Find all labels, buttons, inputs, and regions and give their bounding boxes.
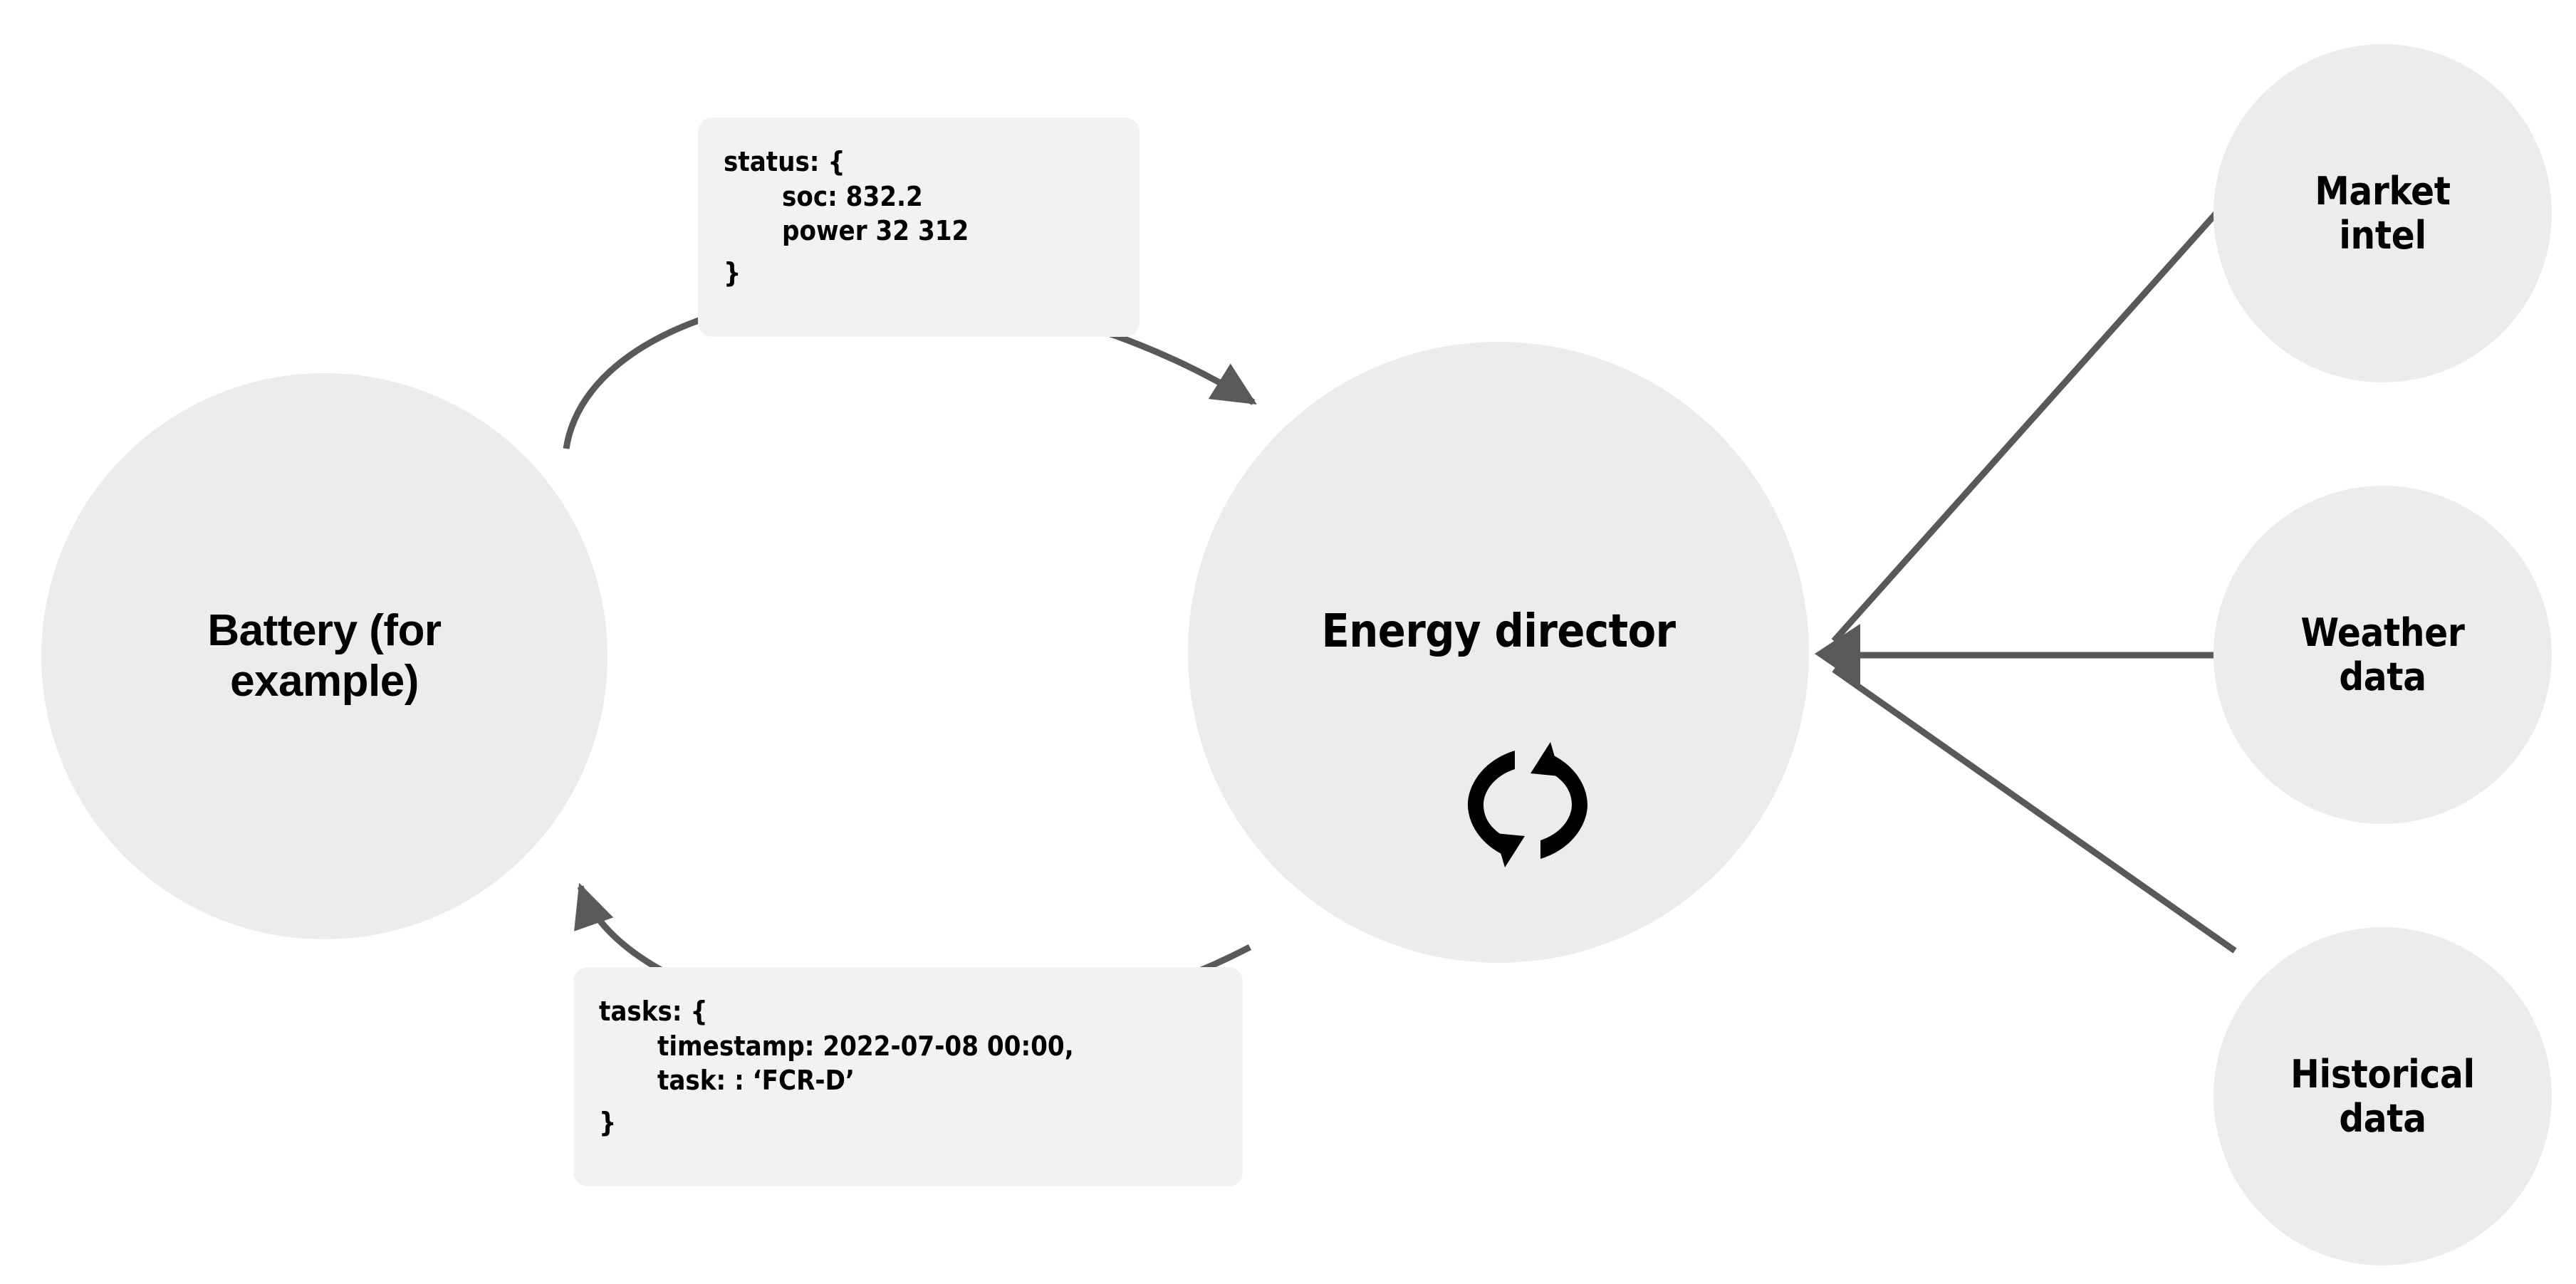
node-battery[interactable]: Battery (for example) [41, 373, 608, 939]
node-weather-data-label: Weather data [2300, 610, 2465, 699]
node-historical-data-label: Historical data [2290, 1051, 2475, 1141]
message-box-tasks: tasks: { timestamp: 2022-07-08 00:00, ta… [573, 967, 1243, 1186]
node-market-intel[interactable]: Market intel [2213, 44, 2552, 382]
message-box-status: status: { soc: 832.2 power 32 312 } [698, 118, 1140, 337]
tasks-field-timestamp: timestamp: 2022-07-08 00:00, [657, 1030, 1074, 1062]
status-field-power: power 32 312 [782, 215, 969, 247]
tasks-field-task: task: : ‘FCR-D’ [657, 1065, 855, 1097]
node-energy-director[interactable]: Energy director [1188, 342, 1809, 963]
node-historical-data[interactable]: Historical data [2213, 927, 2552, 1265]
status-field-soc: soc: 832.2 [782, 180, 923, 212]
edge-historical-data-to-director [1832, 667, 2237, 954]
tasks-open-brace: tasks: { [599, 996, 708, 1027]
node-battery-label: Battery (for example) [207, 605, 442, 706]
status-close-brace: } [724, 256, 741, 288]
cycle-refresh-icon [1468, 742, 1587, 867]
edge-sources-arrowhead [1815, 624, 1860, 685]
node-weather-data[interactable]: Weather data [2213, 486, 2552, 824]
node-market-intel-label: Market intel [2315, 168, 2451, 258]
status-open-brace: status: { [724, 146, 845, 177]
edge-market-intel-to-director [1831, 190, 2238, 643]
tasks-close-brace: } [599, 1106, 617, 1138]
node-energy-director-label: Energy director [1321, 605, 1676, 658]
